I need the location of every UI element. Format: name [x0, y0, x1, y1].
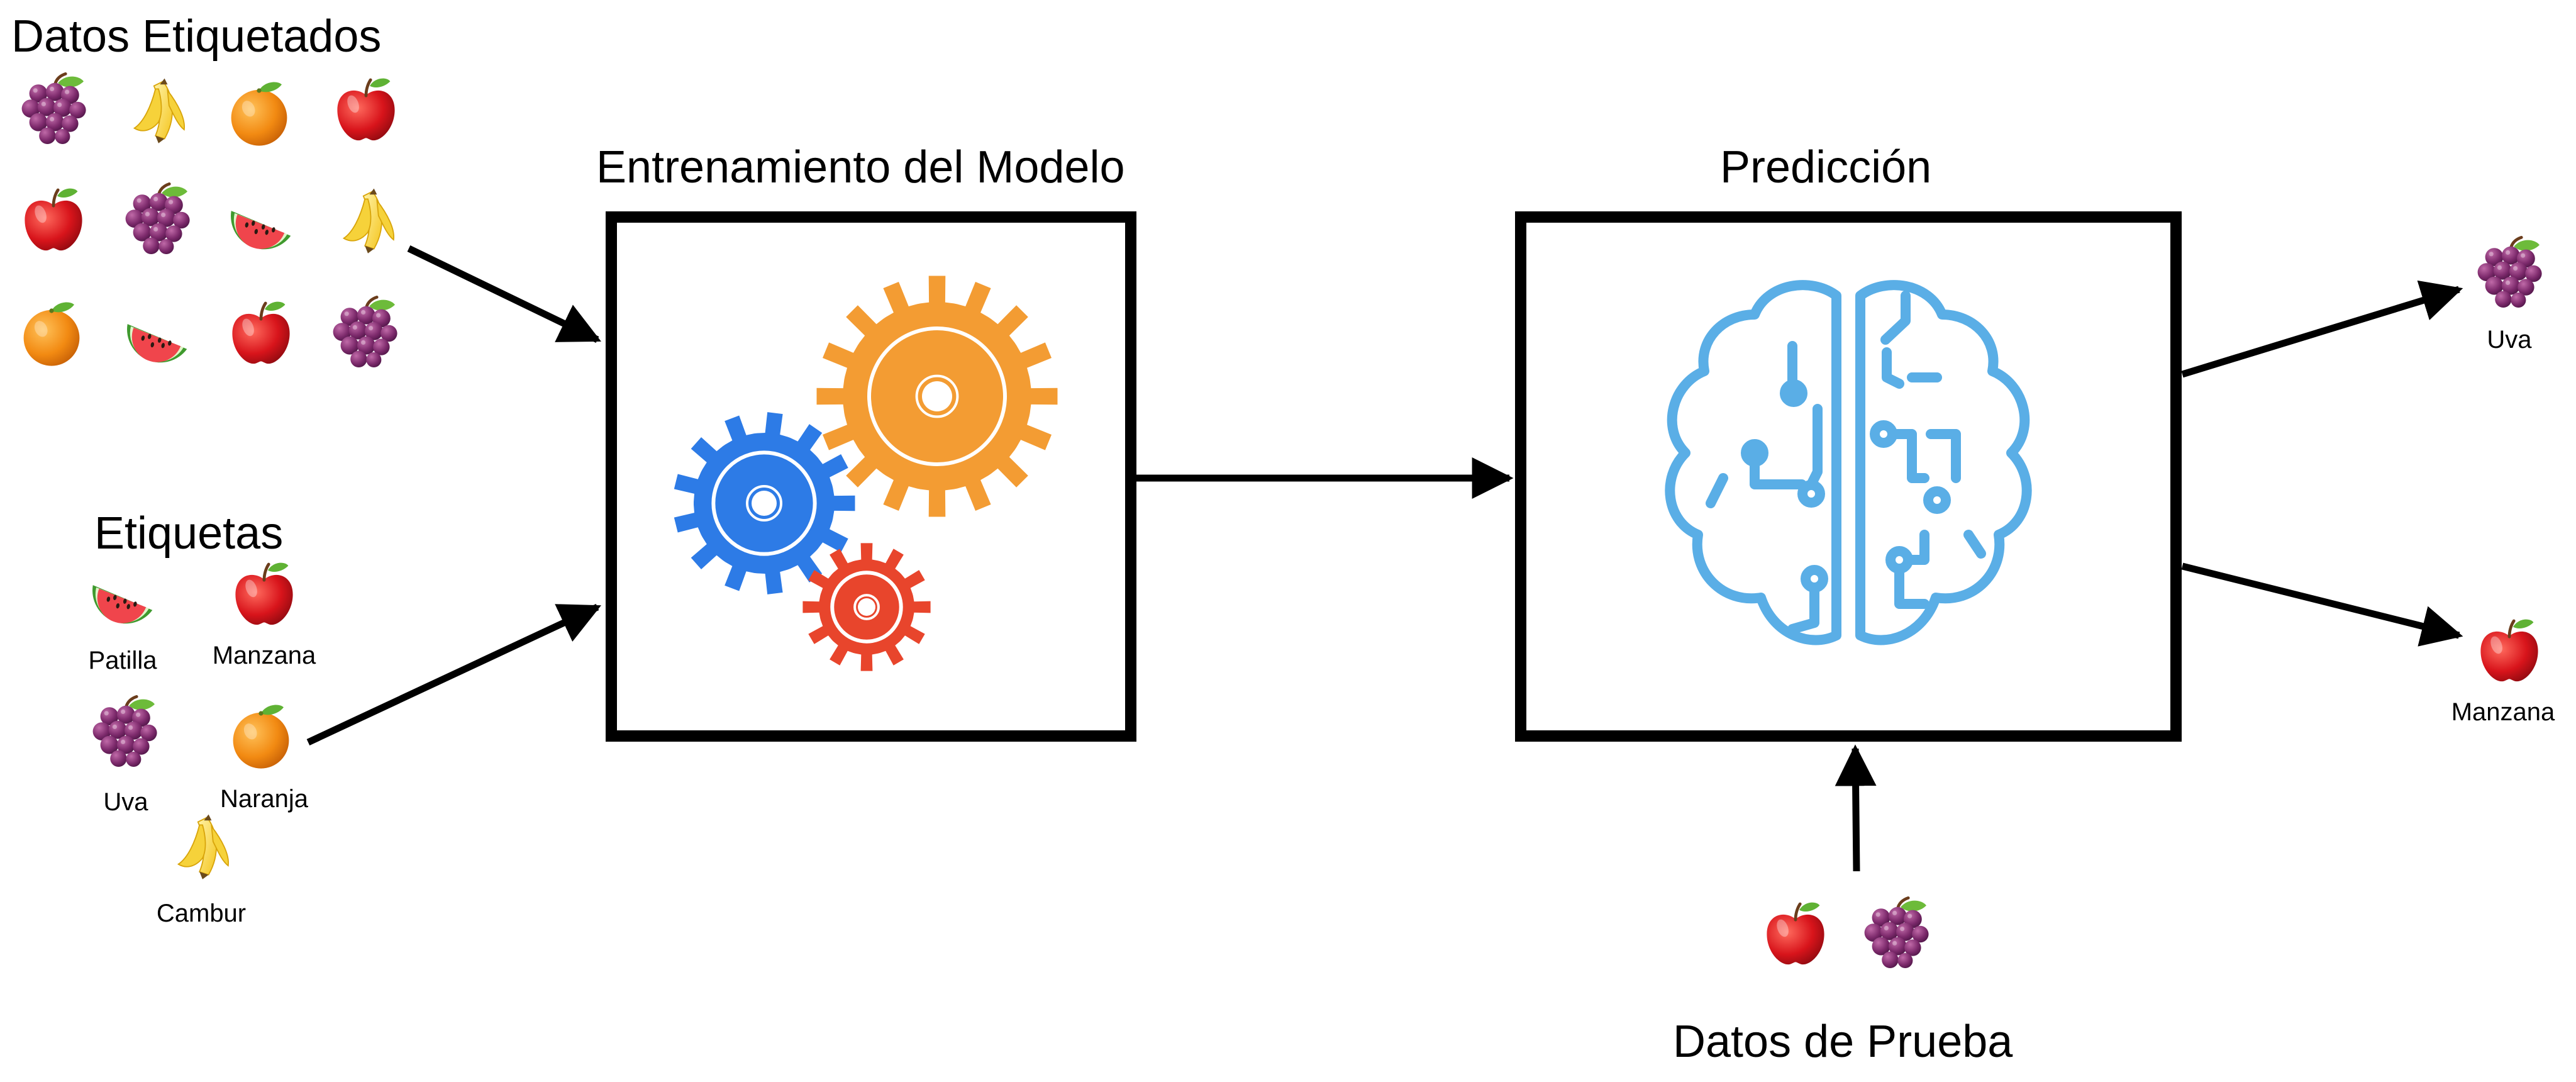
output-manzana: Manzana: [2451, 698, 2555, 726]
output-uva: Uva: [2487, 326, 2532, 354]
watermelon-icon: [223, 186, 299, 261]
label-patilla: Patilla: [88, 647, 157, 674]
grape-icon: [2472, 236, 2547, 311]
gear-red-hole: [858, 598, 875, 616]
orange-icon: [14, 296, 89, 371]
apple-icon: [223, 296, 299, 371]
gear-orange-ring-1: [915, 374, 959, 418]
prediction-heading: Predicción: [1720, 142, 1932, 192]
watermelon-icon: [85, 560, 160, 635]
banana-icon: [165, 808, 240, 884]
label-cambur: Cambur: [156, 900, 247, 927]
gear-blue-ring-1: [746, 485, 782, 521]
banana-icon: [330, 182, 406, 258]
gear-orange-hole: [922, 381, 952, 411]
gear-red-ring-0: [830, 571, 903, 644]
gear-blue-ring-0: [711, 450, 817, 556]
arrow-prediction-to-grape: [2181, 280, 2463, 378]
gear-icon-orange: [816, 276, 1058, 517]
gear-blue-hole: [752, 491, 777, 516]
arrow-labels-to-training: [306, 604, 601, 745]
labeled-data-heading: Datos Etiquetados: [11, 11, 382, 62]
training-heading: Entrenamiento del Modelo: [596, 142, 1125, 192]
gear-icon-blue: [674, 412, 855, 594]
prediction-box: [1515, 211, 2182, 742]
arrow-test-to-prediction: [1835, 744, 1877, 872]
grape-icon: [87, 695, 162, 771]
banana-icon: [121, 72, 196, 148]
label-manzana: Manzana: [212, 642, 316, 669]
apple-icon: [1758, 896, 1833, 972]
gears-icon: [674, 276, 1058, 671]
arrow-prediction-to-apple: [2181, 562, 2463, 647]
apple-icon: [226, 557, 302, 632]
grape-icon: [1858, 896, 1934, 972]
grape-icon: [327, 296, 402, 371]
brain-circuit-icon: [1665, 280, 2032, 645]
labels-heading: Etiquetas: [94, 508, 284, 559]
orange-icon: [221, 75, 297, 151]
label-uva: Uva: [103, 788, 148, 816]
orange-icon: [223, 698, 299, 774]
apple-icon: [328, 72, 404, 148]
gear-orange-ring-0: [867, 326, 1007, 466]
apple-icon: [16, 182, 91, 258]
grape-icon: [16, 72, 91, 148]
gear-red-ring-1: [853, 594, 880, 620]
apple-icon: [2472, 613, 2547, 689]
gear-icon-red: [802, 543, 931, 671]
label-naranja: Naranja: [219, 785, 309, 813]
watermelon-icon: [119, 299, 195, 374]
grape-icon: [119, 182, 195, 258]
arrow-data-to-training: [407, 245, 601, 343]
test-data-heading: Datos de Prueba: [1673, 1017, 2013, 1067]
